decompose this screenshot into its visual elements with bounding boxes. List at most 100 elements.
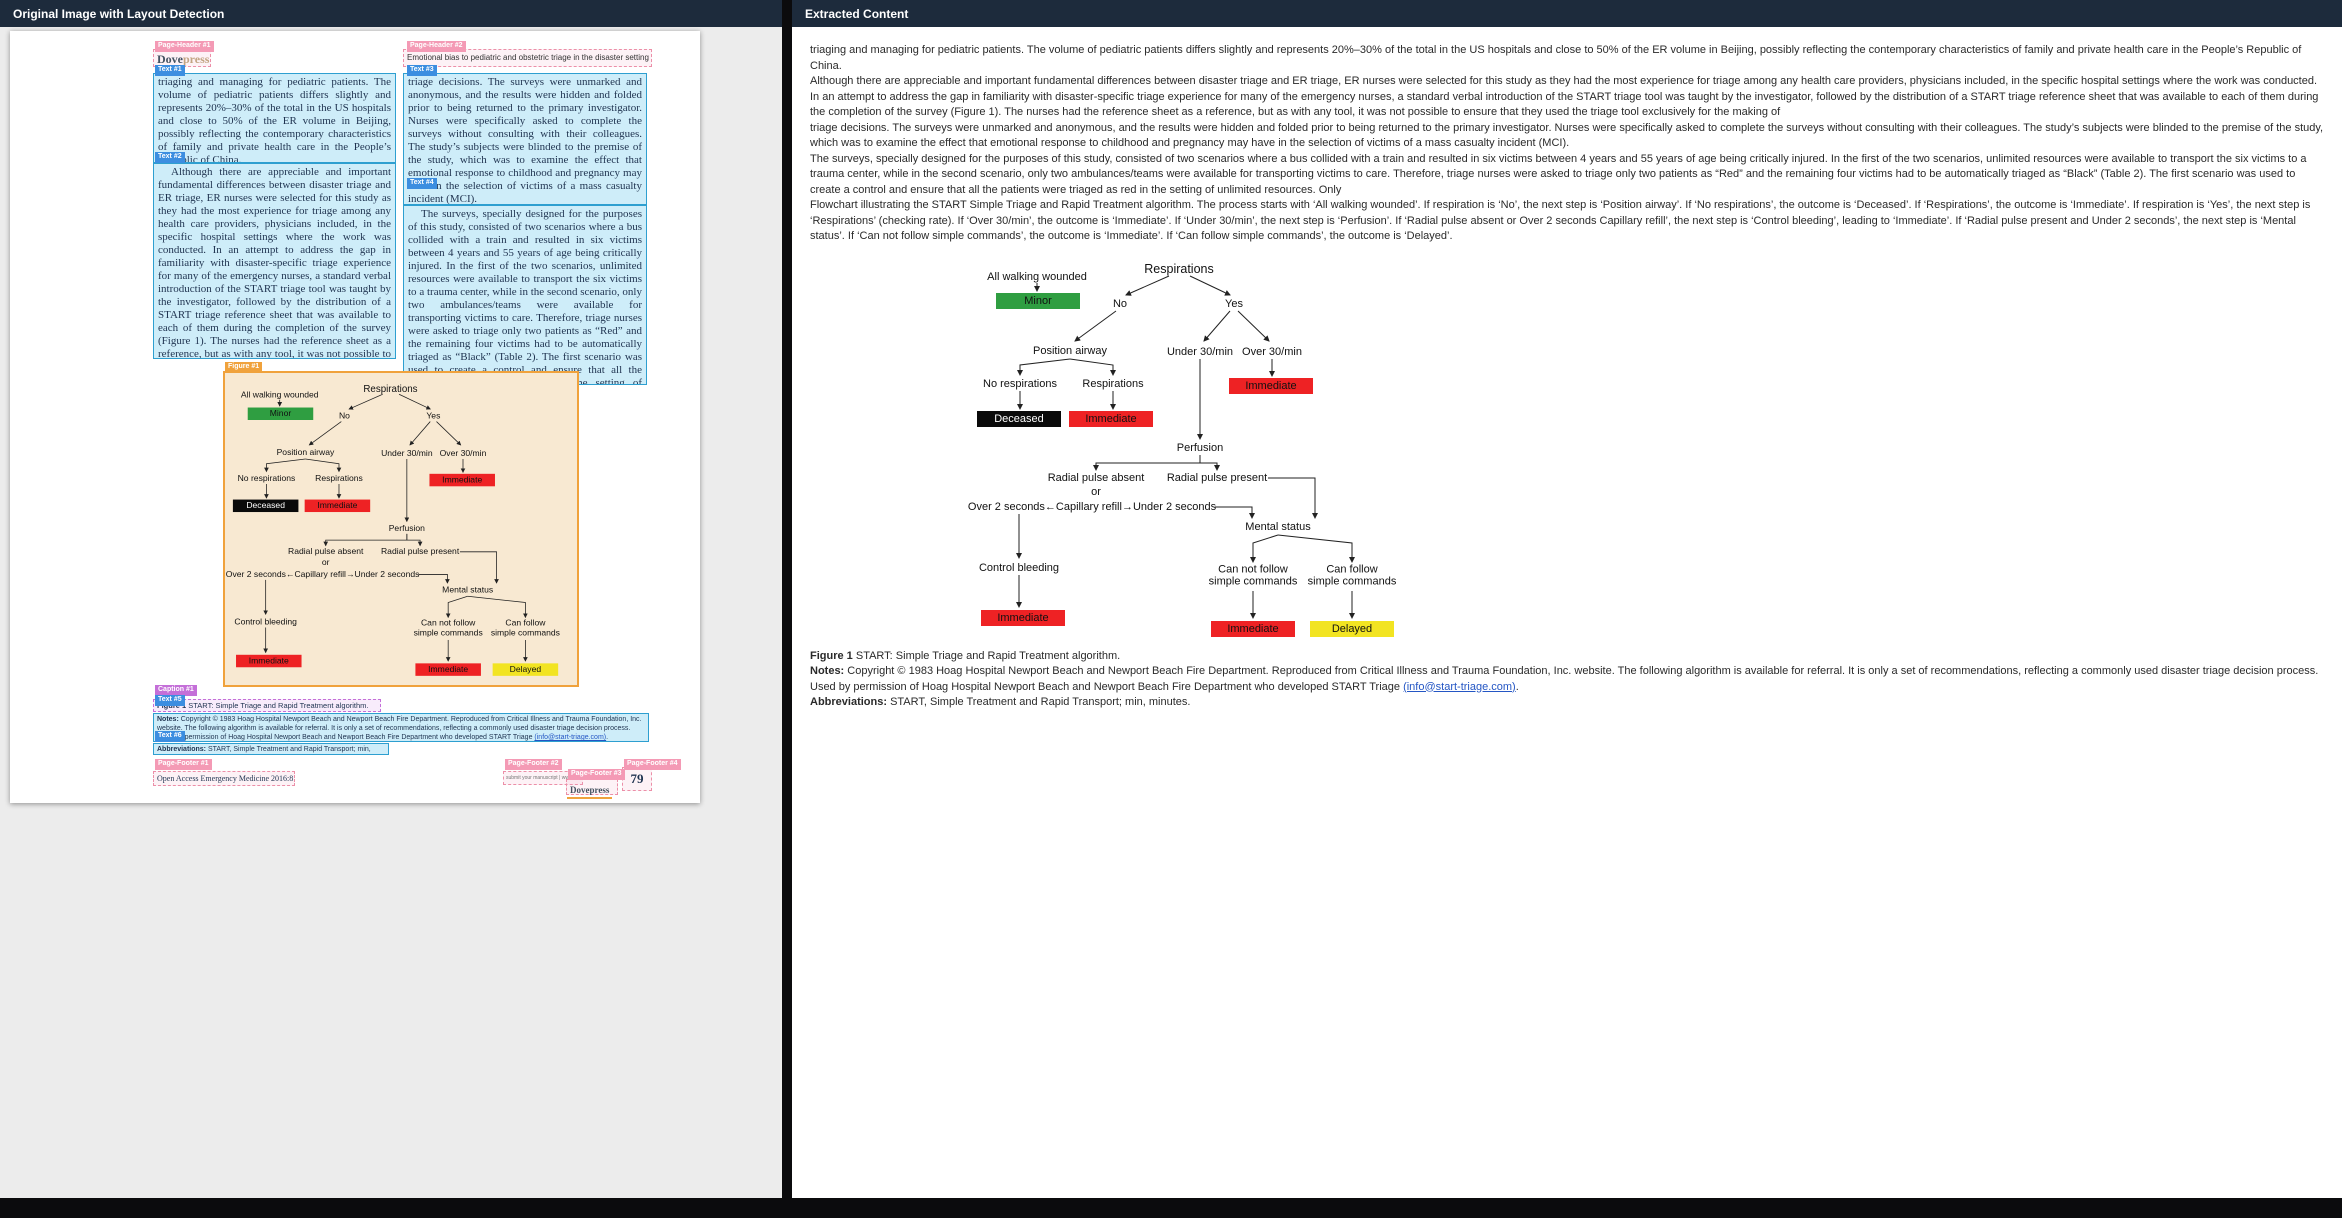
flow-node-cannot-follow: Can not follow simple commands [414,618,483,638]
flow-node-position-airway: Position airway [1033,344,1107,357]
flow-node-yes: Yes [1225,297,1243,310]
flow-node-immediate-bleeding: Immediate [236,654,302,668]
flow-node-respirations: Respirations [363,383,418,395]
region-text-4[interactable]: The surveys, specially designed for the … [403,205,647,385]
notes-prefix: Notes: [157,716,179,723]
flow-node-capillary-refill: Over 2 seconds←Capillary refill→Under 2 … [225,569,420,580]
flow-node-delayed: Delayed [1310,620,1394,637]
flow-node-under-30: Under 30/min [1166,345,1234,358]
right-panel-header: Extracted Content [792,0,2342,27]
region-page-header-2[interactable]: Emotional bias to pediatric and obstetri… [403,49,652,67]
start-flowchart: Respirations All walking wounded Minor N… [225,381,572,677]
email-link[interactable]: (info@start-triage.com) [1403,680,1516,693]
region-page-footer-3[interactable]: Dovepress [566,779,618,799]
flowchart-arrows [1016,275,1355,619]
region-text-2[interactable]: Although there are appreciable and impor… [153,163,396,359]
region-text-5[interactable]: Notes: Copyright © 1983 Hoag Hospital Ne… [153,713,649,742]
notes-email-link[interactable]: (info@start-triage.com) [534,734,607,741]
figure-flowchart: Respirations All walking wounded Minor N… [225,381,577,685]
flow-node-immediate-commands: Immediate [415,663,481,676]
flow-node-all-walking-wounded: All walking wounded [240,390,319,400]
flow-node-cannot-follow-line2: simple commands [1208,575,1298,588]
layout-detection-viewport[interactable]: Page-Header #1 Page-Header #2 Text #1 Te… [0,27,782,1198]
flow-node-immediate-over30: Immediate [1229,377,1313,394]
badge-figure-1: Figure #1 [225,362,263,373]
extracted-figure-flowchart: Respirations All walking wounded Minor N… [968,259,1412,639]
badge-text-2: Text #2 [155,152,185,163]
flow-node-control-bleeding: Control bleeding [234,617,297,627]
right-panel: Extracted Content triaging and managing … [792,0,2342,1198]
abbreviations-prefix: Abbreviations: [157,746,207,753]
flow-node-radial-pulse-present: Radial pulse present [1166,471,1268,484]
region-figure-1[interactable]: Respirations All walking wounded Minor N… [223,371,579,687]
badge-page-header-2: Page-Header #2 [407,41,466,52]
start-flowchart: Respirations All walking wounded Minor N… [968,259,1412,639]
footer-dovepress-logo: Dovepress [567,783,613,799]
left-panel: Original Image with Layout Detection Pag… [0,0,782,1198]
region-text-3[interactable]: triage decisions. The surveys were unmar… [403,73,647,205]
region-caption-1[interactable]: Figure 1 START: Simple Triage and Rapid … [153,699,381,712]
region-page-footer-2[interactable]: submit your manuscript | www.dovepress.c… [503,771,583,785]
flow-node-under-30: Under 30/min [381,448,433,459]
logo-press-text: press [183,52,210,66]
flow-node-delayed: Delayed [492,663,559,676]
badge-page-footer-4: Page-Footer #4 [624,759,681,770]
flow-node-can-follow-line2: simple commands [490,628,560,638]
abbreviations-text: START, Simple Treatment and Rapid Transp… [887,696,1191,708]
region-page-header-1[interactable]: Dovepress [153,49,211,67]
flow-node-no-respirations: No respirations [237,473,296,484]
flow-node-no-respirations: No respirations [983,377,1057,390]
caption-prefix: Figure 1 [810,649,853,662]
logo-dove-text: Dove [157,52,183,66]
flow-node-capillary-refill: Over 2 seconds←Capillary refill→Under 2 … [967,500,1217,513]
flow-node-perfusion: Perfusion [1176,441,1224,454]
flow-node-can-follow-line2: simple commands [1307,575,1397,588]
caption-text: START: Simple Triage and Rapid Treatment… [852,649,1121,662]
notes-tail: . [606,734,609,741]
badge-caption-1: Caption #1 [155,685,197,696]
flow-node-cannot-follow: Can not follow simple commands [1209,563,1298,588]
flow-node-no: No [338,411,350,421]
extracted-paragraph-4: The surveys, specially designed for the … [810,152,2307,196]
flow-node-respirations-2: Respirations [1082,377,1144,390]
flow-node-immediate-respirations: Immediate [1069,410,1153,427]
flow-node-position-airway: Position airway [276,448,335,458]
badge-page-footer-1: Page-Footer #1 [155,759,212,770]
flow-node-or: or [1091,485,1101,498]
flow-node-can-follow-line1: Can follow [1326,562,1378,575]
extracted-paragraph-1: triaging and managing for pediatric pati… [810,44,2302,72]
flow-node-all-walking-wounded: All walking wounded [987,270,1087,283]
right-panel-title: Extracted Content [805,6,909,21]
region-page-footer-1[interactable]: Open Access Emergency Medicine 2016:8 [153,771,295,786]
region-page-footer-4[interactable]: 79 [622,767,652,791]
flow-node-cannot-follow-line2: simple commands [413,628,483,638]
left-panel-header: Original Image with Layout Detection [0,0,782,27]
flow-node-radial-pulse-present: Radial pulse present [380,547,460,557]
region-text-1[interactable]: triaging and managing for pediatric pati… [153,73,396,163]
flow-node-immediate-respirations: Immediate [304,499,371,513]
region-text-6[interactable]: Abbreviations: START, Simple Treatment a… [153,743,389,755]
flow-node-radial-pulse-absent: Radial pulse absent [1047,471,1145,484]
flow-node-immediate-commands: Immediate [1211,620,1295,637]
flow-node-mental-status: Mental status [1245,520,1311,533]
badge-text-1: Text #1 [155,65,185,76]
flow-node-mental-status: Mental status [442,585,494,595]
flow-node-can-follow-line1: Can follow [505,618,546,628]
flow-node-cannot-follow-line1: Can not follow [1218,562,1288,575]
flow-node-over-30: Over 30/min [439,448,487,459]
flow-node-immediate-bleeding: Immediate [981,609,1065,626]
flow-node-no: No [1112,297,1128,310]
extracted-content-viewport[interactable]: triaging and managing for pediatric pati… [792,27,2342,1198]
badge-text-3: Text #3 [407,65,437,76]
flow-node-minor: Minor [996,292,1080,309]
extracted-content: triaging and managing for pediatric pati… [810,43,2324,711]
flow-node-radial-pulse-absent: Radial pulse absent [288,547,364,557]
badge-text-6: Text #6 [155,731,185,742]
extracted-figure-caption: Figure 1 START: Simple Triage and Rapid … [810,649,2324,665]
abbreviations-prefix: Abbreviations: [810,696,888,708]
extracted-figure-notes: Notes: Copyright © 1983 Hoag Hospital Ne… [810,664,2324,695]
flowchart-arrows [263,393,528,662]
extracted-flowchart-summary: Flowchart illustrating the START Simple … [810,199,2311,242]
flow-node-over-30: Over 30/min [1242,345,1302,358]
